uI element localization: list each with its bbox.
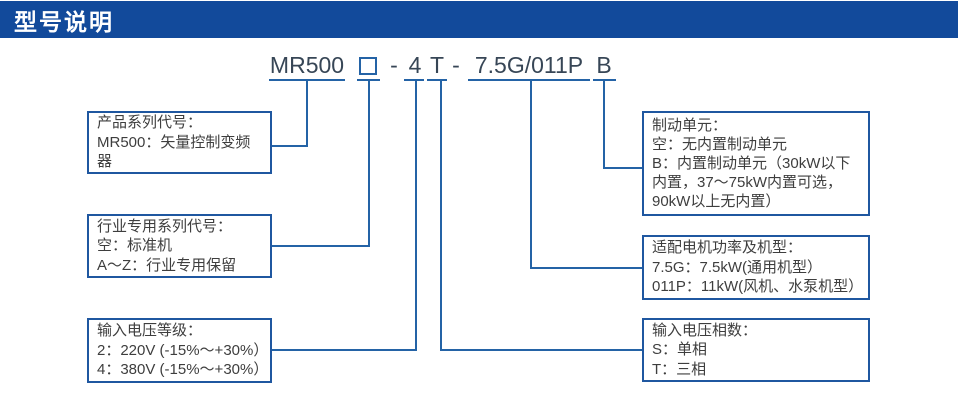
- callout-line: 2：220V (-15%～+30%）: [97, 341, 269, 359]
- section-header-bar: 型号说明: [0, 1, 958, 38]
- underline-voltage: [404, 79, 424, 81]
- callout-industry-series: 行业专用系列代号： 空：标准机 A～Z：行业专用保留: [87, 214, 272, 278]
- callout-line: A～Z：行业专用保留: [97, 256, 237, 274]
- connector-brake-vertical: [603, 80, 605, 169]
- model-segment-series: MR500: [269, 52, 345, 78]
- callout-line: T：三相: [652, 360, 707, 378]
- callout-line: 适配电机功率及机型：: [652, 239, 803, 257]
- connector-series-vertical: [306, 80, 308, 147]
- industry-code-placeholder-box: [359, 57, 377, 75]
- section-title: 型号说明: [14, 8, 114, 35]
- model-dash-2: -: [452, 52, 460, 78]
- connector-phase-vertical: [440, 80, 442, 351]
- callout-line: 空：标准机: [97, 237, 173, 255]
- callout-line: 产品系列代号：: [97, 114, 203, 132]
- underline-phase: [427, 79, 447, 81]
- connector-industry-horizontal: [271, 245, 370, 247]
- callout-line: 输入电压等级：: [97, 322, 203, 340]
- underline-power: [468, 79, 590, 81]
- callout-line: 输入电压相数：: [652, 321, 758, 339]
- callout-line: S：单相: [652, 341, 708, 359]
- connector-power-vertical: [530, 80, 532, 269]
- connector-phase-horizontal: [440, 349, 643, 351]
- connector-industry-vertical: [368, 80, 370, 247]
- callout-brake-unit: 制动单元： 空：无内置制动单元 B：内置制动单元（30kW以下内置，37～75k…: [642, 111, 870, 216]
- connector-power-horizontal: [530, 267, 643, 269]
- callout-line: 空：无内置制动单元: [652, 136, 788, 153]
- callout-voltage-phase: 输入电压相数： S：单相 T：三相: [642, 318, 870, 382]
- model-segment-voltage: 4: [408, 52, 422, 78]
- model-dash-1: -: [390, 52, 398, 78]
- callout-motor-power: 适配电机功率及机型： 7.5G：7.5kW(通用机型） 011P：11kW(风机…: [642, 235, 870, 300]
- connector-brake-horizontal: [603, 167, 643, 169]
- callout-line: 4：380V (-15%～+30%）: [97, 361, 269, 379]
- connector-series-horizontal: [271, 145, 308, 147]
- connector-voltage-vertical: [415, 80, 417, 351]
- callout-line: 7.5G：7.5kW(通用机型）: [652, 258, 823, 276]
- callout-line: B：内置制动单元（30kW以下内置，37～75kW内置可选，90kW以上无内置）: [652, 155, 851, 210]
- callout-product-series: 产品系列代号： MR500：矢量控制变频器: [87, 111, 272, 174]
- callout-input-voltage: 输入电压等级： 2：220V (-15%～+30%） 4：380V (-15%～…: [87, 318, 272, 383]
- callout-line: 制动单元：: [652, 117, 728, 134]
- callout-line: MR500：矢量控制变频器: [97, 133, 251, 171]
- model-segment-power: 7.5G/011P: [474, 52, 584, 78]
- callout-line: 011P：11kW(风机、水泵机型）: [652, 278, 864, 296]
- connector-voltage-horizontal: [271, 349, 417, 351]
- model-segment-phase: T: [429, 52, 445, 78]
- callout-line: 行业专用系列代号：: [97, 217, 233, 235]
- model-segment-brake: B: [596, 52, 612, 78]
